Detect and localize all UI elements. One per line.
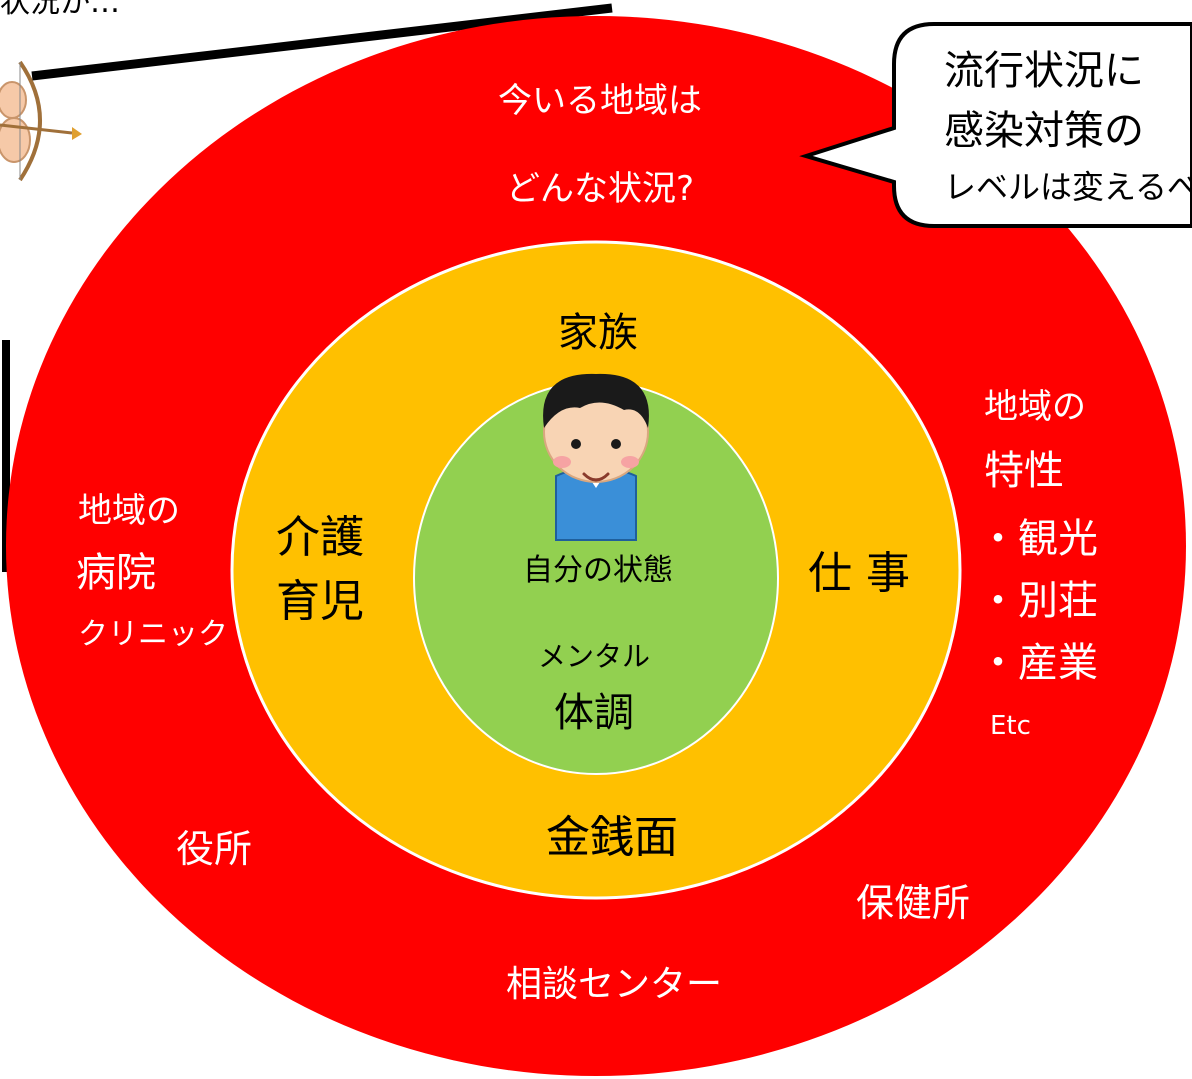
- outer-left-line-2: 病院: [76, 550, 156, 596]
- speech-bubble: 流行状況に 感染対策の レベルは変えるべ: [799, 22, 1192, 228]
- outer-left-line-3: クリニック: [78, 617, 228, 652]
- middle-care-line-2: 育児: [276, 576, 364, 627]
- outer-right-line-5: ・産業: [978, 640, 1098, 686]
- outer-health-center-label: 保健所: [856, 881, 970, 925]
- middle-work-label: 仕 事: [808, 548, 910, 599]
- cupid-archer-illustration: [0, 60, 82, 182]
- middle-care-line-1: 介護: [276, 512, 364, 563]
- bubble-line-3: レベルは変えるべ: [944, 168, 1192, 206]
- inner-mental-label: メンタル: [538, 640, 650, 673]
- middle-money-label: 金銭面: [546, 812, 678, 863]
- outer-right-line-3: ・観光: [978, 516, 1098, 562]
- outer-left-line-1: 地域の: [78, 491, 180, 531]
- outer-right-line-4: ・別荘: [978, 578, 1098, 624]
- bubble-line-2: 感染対策の: [944, 108, 1144, 154]
- top-fragment-text: 状況か…: [0, 0, 120, 20]
- inner-condition-label: 体調: [554, 690, 634, 736]
- inner-self-label: 自分の状態: [523, 553, 673, 588]
- outer-question-line-2: どんな状況?: [506, 169, 694, 209]
- middle-family-label: 家族: [558, 310, 638, 356]
- outer-right-line-2: 特性: [984, 448, 1064, 494]
- outer-right-line-1: 地域の: [984, 387, 1086, 427]
- pointer-line-top: [31, 3, 613, 81]
- bubble-line-1: 流行状況に: [944, 48, 1144, 94]
- outer-right-line-6: Etc: [990, 711, 1031, 741]
- outer-question-line-1: 今いる地域は: [498, 81, 702, 121]
- outer-consultation-label: 相談センター: [506, 964, 722, 1005]
- boy-avatar-icon: [543, 373, 649, 541]
- outer-office-label: 役所: [176, 827, 252, 871]
